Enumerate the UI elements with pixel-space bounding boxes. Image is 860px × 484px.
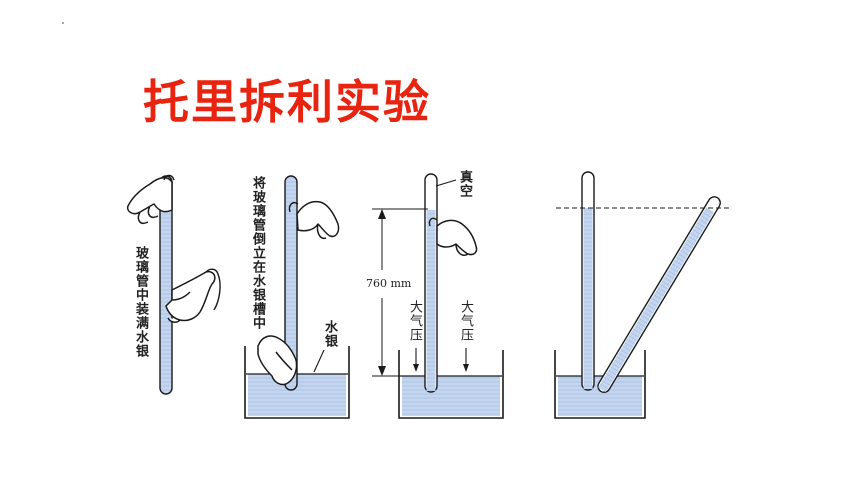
step3-vacuum-label: 真空 [457, 170, 472, 198]
step3-hand [436, 219, 478, 256]
step4-trough [554, 350, 646, 419]
step3-height-label: 760 mm [366, 277, 412, 290]
step2-upper-hand [296, 200, 340, 240]
step3-mercury-column-fill [426, 210, 436, 391]
step2-mercury-label: 水银 [322, 320, 337, 348]
step2-invert-tube [244, 175, 350, 419]
step2-trough [244, 346, 350, 419]
step2-label: 将玻璃管倒立在水银槽中 [250, 176, 265, 330]
step1-bottom-hand [165, 270, 216, 323]
step2-mercury-pointer [313, 349, 325, 373]
step3-mercury-in-trough [402, 376, 500, 416]
step3-mercury-column [372, 173, 504, 419]
step4-inclined-tube [597, 196, 721, 393]
step2-lower-hand [257, 335, 298, 386]
step2-glass-tube [284, 175, 298, 391]
step1-tube-filled [126, 174, 221, 395]
page-title: 托里拆利实验 [143, 75, 431, 129]
step4-tilted-tube [554, 171, 732, 419]
decorative-dot [62, 22, 64, 24]
step3-trough [398, 350, 504, 419]
step3-pressure-left-label: 大气压 [407, 300, 422, 342]
step3-pressure-right-label: 大气压 [458, 300, 473, 342]
step1-label: 玻璃管中装满水银 [133, 246, 148, 358]
step3-vacuum-pointer [435, 179, 457, 187]
step4-vertical-mercury [583, 208, 593, 389]
step1-top-hand [126, 177, 173, 224]
